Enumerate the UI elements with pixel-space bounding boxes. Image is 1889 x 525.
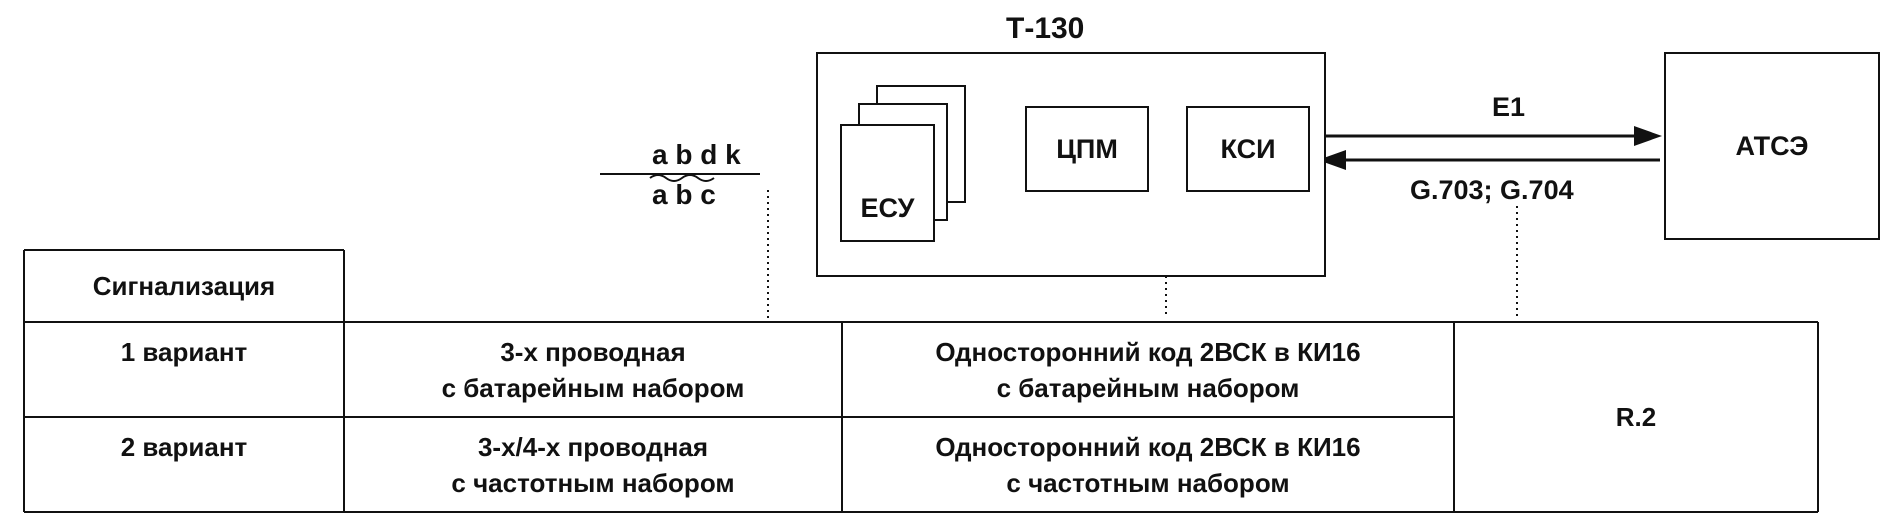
row2-col1-line1: 3-х/4-х проводная [477, 431, 709, 462]
cpm-box: ЦПМ [1025, 106, 1149, 192]
esu-card-front: ЕСУ [840, 124, 935, 242]
e1-label: E1 [1492, 92, 1526, 122]
g-standard-label: G.703; G.704 [1410, 175, 1574, 205]
row1-col1-cell: 3-х проводная с батарейным набором [344, 322, 842, 417]
wire-squiggle [649, 174, 715, 182]
atse-box: АТСЭ [1664, 52, 1880, 240]
row1-col1-line1: 3-х проводная [500, 336, 686, 367]
merged-r2-cell: R.2 [1454, 322, 1818, 512]
table-header-signaling: Сигнализация [24, 250, 344, 322]
row2-col2-line2: с частотным набором [1006, 467, 1290, 498]
row2-label: 2 вариант [120, 432, 248, 462]
ksi-box: КСИ [1186, 106, 1310, 192]
row2-col2-line1: Односторонний код 2ВСК в КИ16 [935, 431, 1361, 462]
row1-label-cell: 1 вариант [24, 322, 344, 417]
wires-top-label: a b d k [652, 139, 741, 170]
table-header-label: Сигнализация [92, 271, 276, 301]
row2-col2-cell: Односторонний код 2ВСК в КИ16 с частотны… [842, 417, 1454, 512]
row2-col1-line2: с частотным набором [451, 467, 735, 498]
esu-label: ЕСУ [860, 193, 915, 223]
return-arrowhead [1318, 150, 1346, 170]
merged-r2-label: R.2 [1615, 402, 1657, 432]
wires-bottom-label: a b c [652, 179, 716, 210]
row1-col2-line2: с батарейным набором [996, 372, 1300, 403]
ksi-label: КСИ [1220, 133, 1276, 164]
row1-col1-line2: с батарейным набором [441, 372, 745, 403]
row1-label: 1 вариант [120, 337, 248, 367]
cpm-label: ЦПМ [1056, 133, 1118, 164]
row1-col2-line1: Односторонний код 2ВСК в КИ16 [935, 336, 1361, 367]
row1-col2-cell: Односторонний код 2ВСК в КИ16 с батарейн… [842, 322, 1454, 417]
table-grid [23, 249, 1819, 513]
row2-label-cell: 2 вариант [24, 417, 344, 512]
atse-label: АТСЭ [1735, 130, 1809, 161]
row2-col1-cell: 3-х/4-х проводная с частотным набором [344, 417, 842, 512]
t130-title: Т-130 [1006, 12, 1085, 45]
e1-arrowhead [1634, 126, 1662, 146]
